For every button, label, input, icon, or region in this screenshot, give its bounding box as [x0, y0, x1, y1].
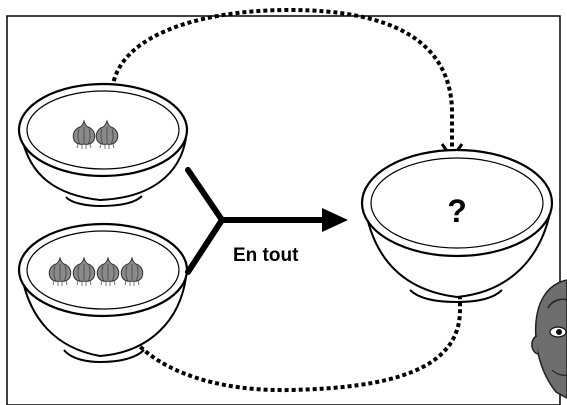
result-question-mark: ?	[447, 193, 467, 229]
arrowhead-right-icon	[322, 208, 348, 232]
bowl-top-left	[17, 82, 189, 208]
bowl-result	[360, 148, 554, 304]
frame-border	[6, 15, 561, 405]
dotted-arc-top	[110, 7, 454, 150]
dotted-arc-bottom	[110, 258, 462, 393]
bowl-bottom-left	[17, 222, 189, 364]
merge-label: En tout	[233, 245, 299, 266]
child-face-icon	[531, 279, 567, 399]
merge-connector	[185, 167, 348, 275]
